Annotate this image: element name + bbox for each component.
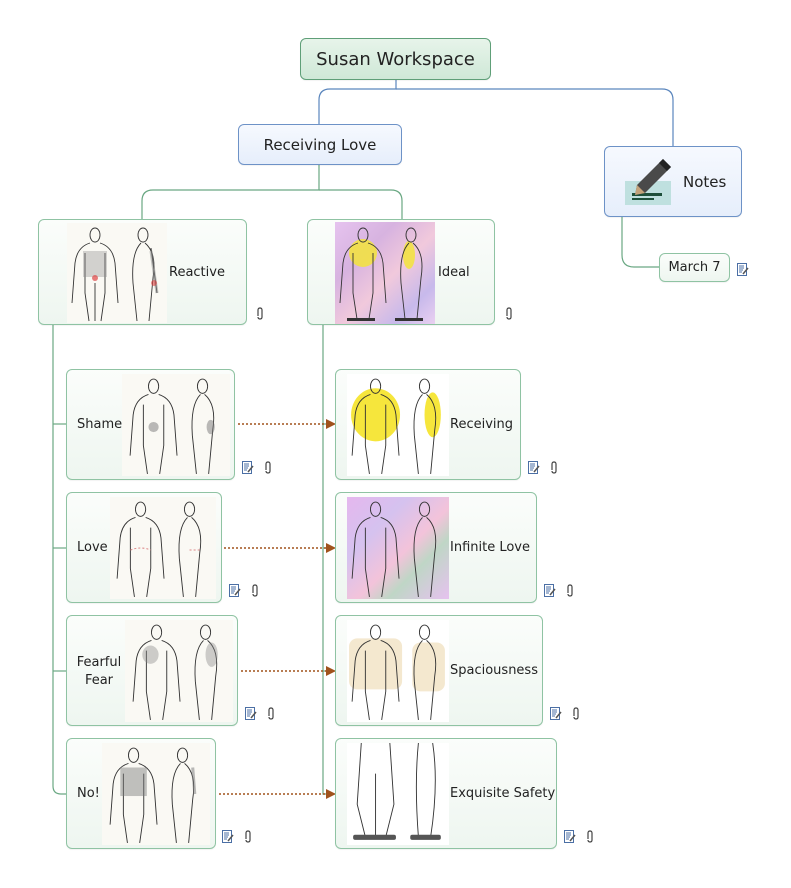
pen-note-icon — [623, 155, 675, 207]
root-title: Susan Workspace — [316, 48, 475, 70]
ideal-label: Ideal — [438, 265, 470, 280]
attachment-icon[interactable] — [585, 830, 597, 843]
exquisite-safety-topic[interactable]: Exquisite Safety — [335, 738, 557, 849]
march-7-label: March 7 — [668, 260, 721, 275]
shame-topic[interactable]: Shame — [66, 369, 235, 480]
fearful-fear-label: Fearful Fear — [76, 655, 122, 688]
note-icon[interactable] — [544, 584, 556, 597]
attachment-icon[interactable] — [255, 307, 267, 320]
body-diagram-image — [67, 223, 167, 323]
infinite-love-topic[interactable]: Infinite Love — [335, 492, 537, 603]
reactive-topic[interactable]: Reactive — [38, 219, 247, 325]
love-label: Love — [77, 540, 108, 555]
no-label: No! — [77, 786, 100, 801]
spaciousness-label: Spaciousness — [450, 663, 538, 678]
notes-title: Notes — [683, 173, 727, 191]
attachment-icon[interactable] — [250, 584, 262, 597]
receiving-label: Receiving — [450, 417, 514, 432]
infinite-love-label: Infinite Love — [450, 540, 530, 555]
note-icon[interactable] — [229, 584, 241, 597]
receiving-love-title: Receiving Love — [263, 135, 377, 154]
notes-topic[interactable]: Notes — [604, 146, 742, 217]
body-diagram-image — [347, 497, 449, 599]
root-topic[interactable]: Susan Workspace — [300, 38, 491, 80]
attachment-icon[interactable] — [571, 707, 583, 720]
attachment-icon[interactable] — [504, 307, 516, 320]
note-icon[interactable] — [564, 830, 576, 843]
note-icon[interactable] — [528, 461, 540, 474]
march-7-topic[interactable]: March 7 — [659, 253, 730, 282]
spaciousness-topic[interactable]: Spaciousness — [335, 615, 543, 726]
love-topic[interactable]: Love — [66, 492, 222, 603]
note-icon[interactable] — [737, 263, 749, 276]
fearful-fear-topic[interactable]: Fearful Fear — [66, 615, 238, 726]
receiving-love-topic[interactable]: Receiving Love — [238, 124, 402, 165]
shame-label: Shame — [77, 417, 123, 432]
receiving-topic[interactable]: Receiving — [335, 369, 521, 480]
body-diagram-image — [102, 743, 210, 845]
note-icon[interactable] — [245, 707, 257, 720]
body-diagram-image — [122, 374, 230, 476]
body-diagram-image — [110, 497, 216, 599]
attachment-icon[interactable] — [549, 461, 561, 474]
note-icon[interactable] — [550, 707, 562, 720]
body-diagram-image — [125, 620, 233, 722]
ideal-topic[interactable]: Ideal — [307, 219, 495, 325]
exquisite-safety-label: Exquisite Safety — [450, 786, 556, 801]
attachment-icon[interactable] — [263, 461, 275, 474]
no-topic[interactable]: No! — [66, 738, 216, 849]
attachment-icon[interactable] — [266, 707, 278, 720]
reactive-label: Reactive — [169, 265, 225, 280]
body-diagram-image — [347, 374, 449, 476]
note-icon[interactable] — [242, 461, 254, 474]
body-diagram-image — [347, 743, 449, 845]
body-diagram-image — [335, 222, 435, 324]
note-icon[interactable] — [222, 830, 234, 843]
attachment-icon[interactable] — [243, 830, 255, 843]
attachment-icon[interactable] — [565, 584, 577, 597]
body-diagram-image — [347, 620, 449, 722]
